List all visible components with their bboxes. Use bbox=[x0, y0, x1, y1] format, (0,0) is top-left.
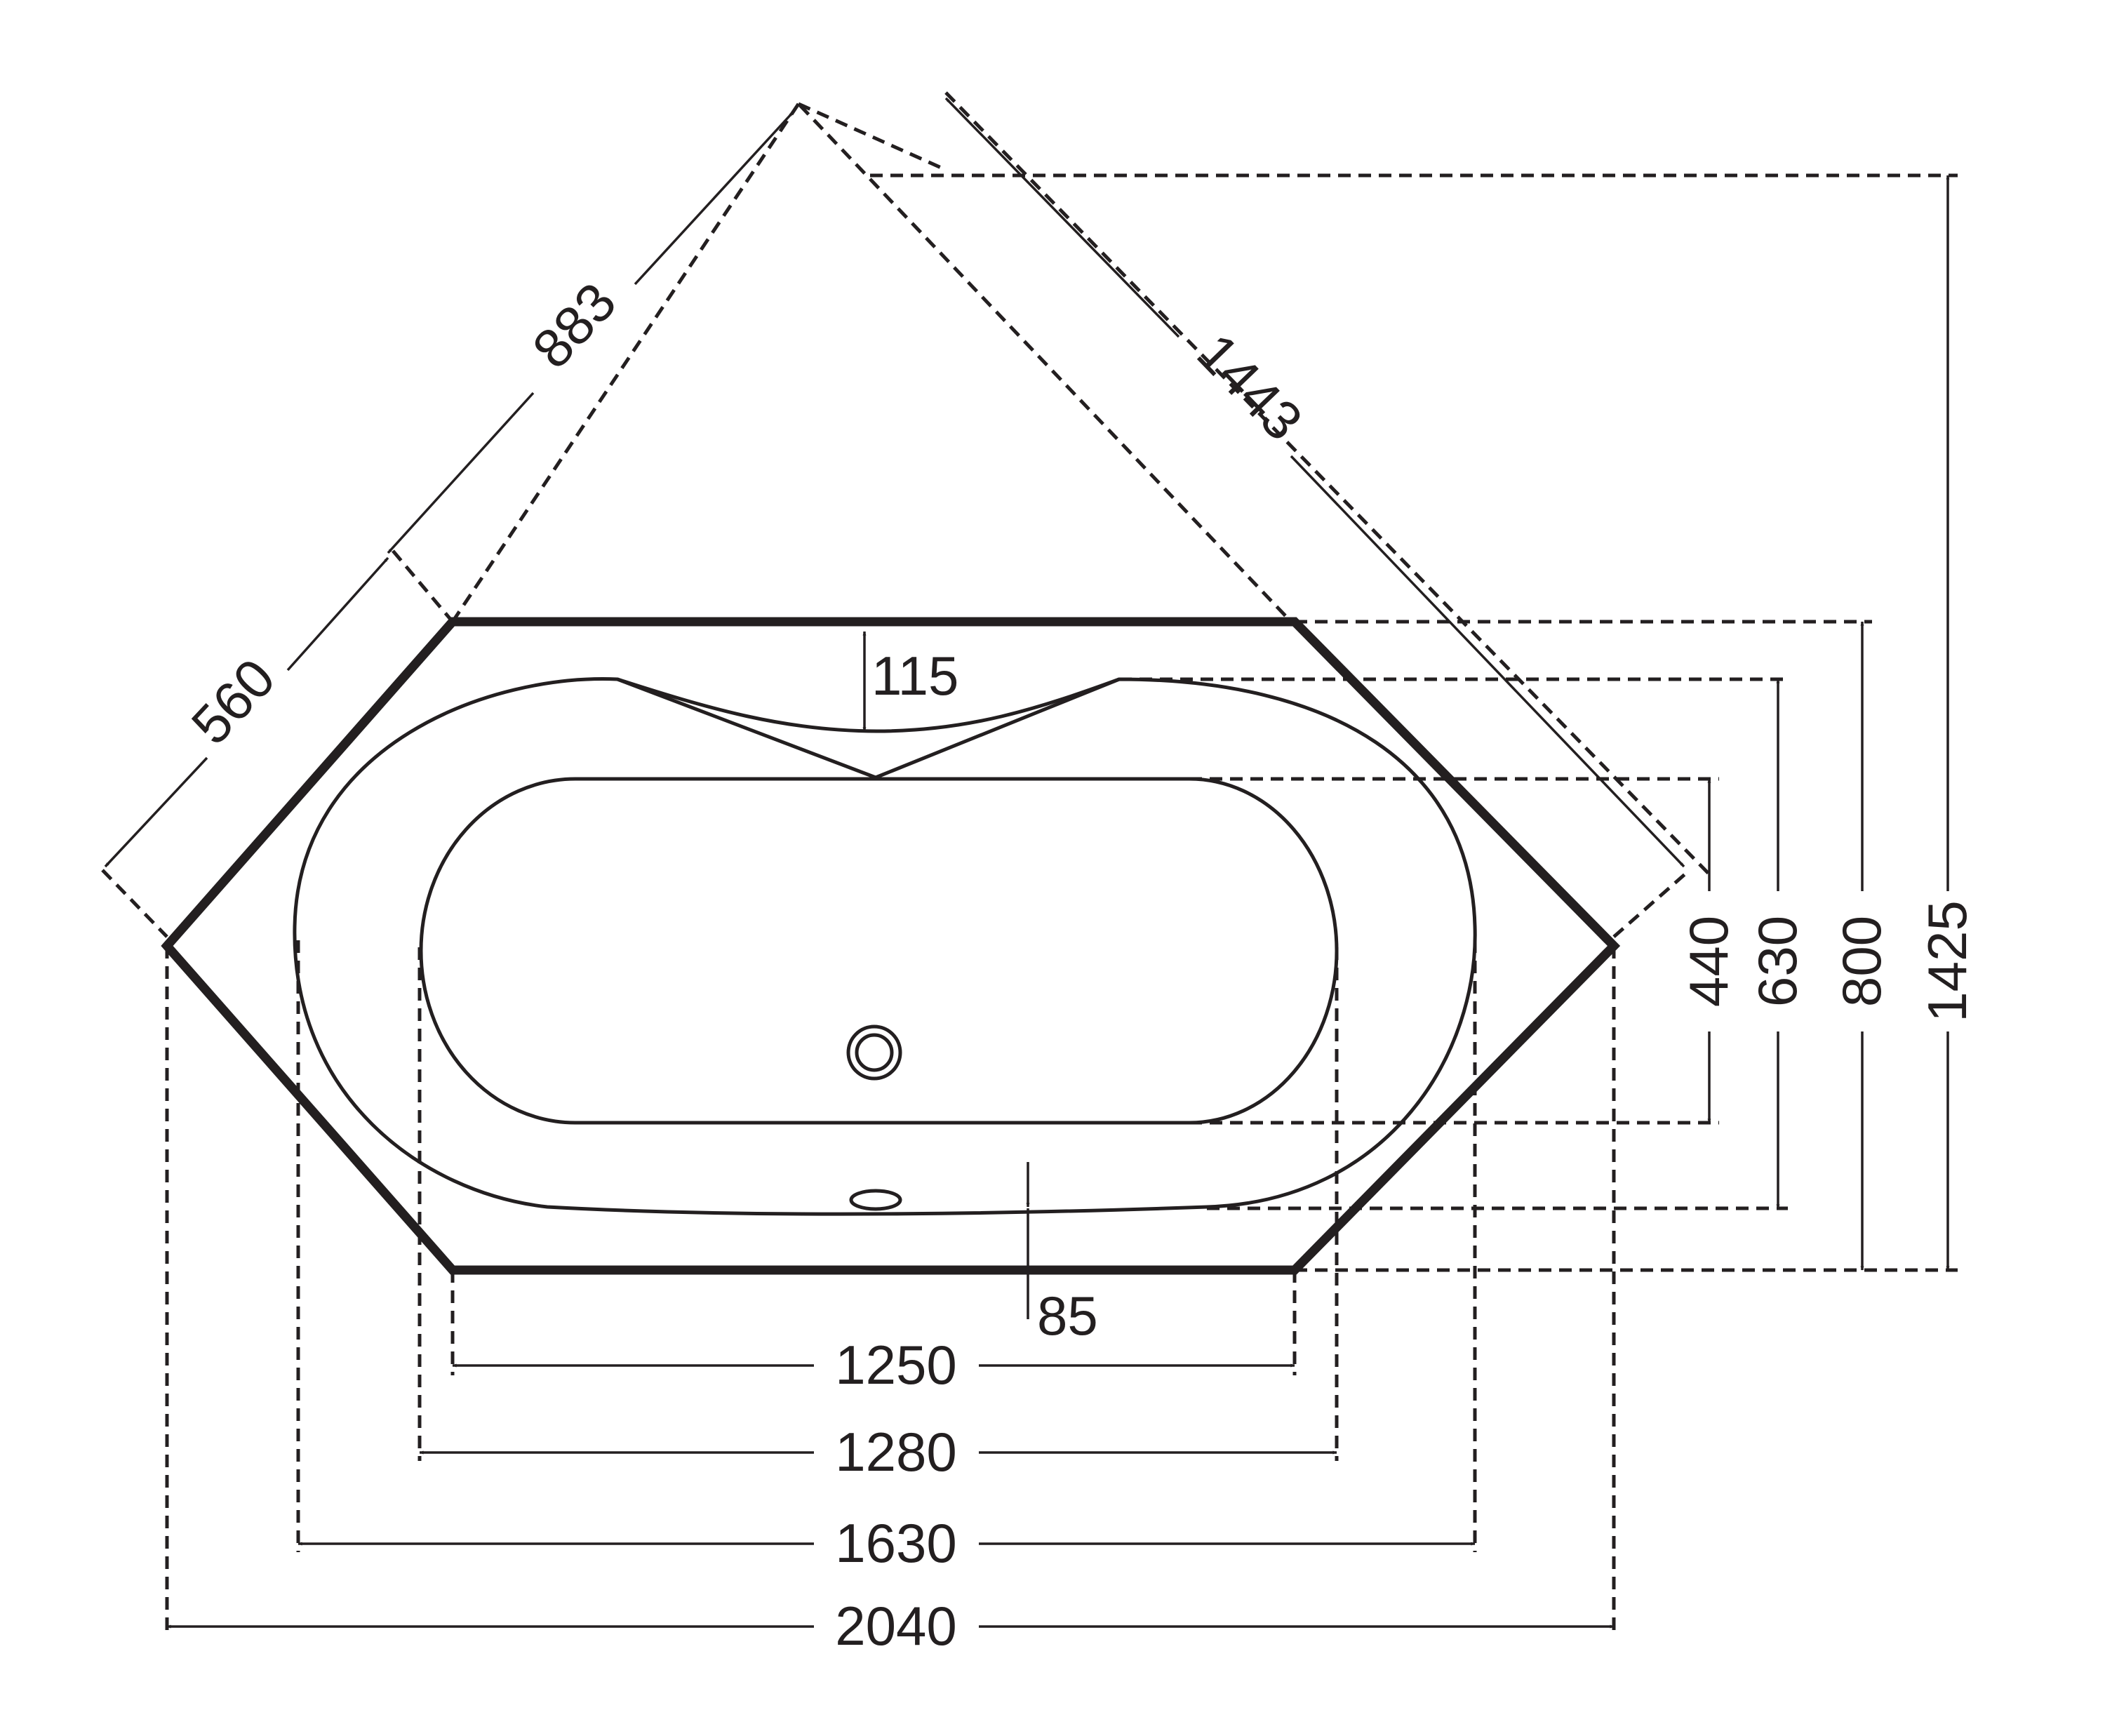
dim-label-rim-width: 1630 bbox=[835, 1512, 957, 1574]
dim-1425: 1425 bbox=[1916, 175, 1978, 1271]
dim-630: 630 bbox=[1746, 679, 1808, 1209]
dim-115: 115 bbox=[862, 631, 958, 732]
dim-800: 800 bbox=[1831, 621, 1892, 1271]
dim-1250: 1250 bbox=[452, 1334, 1295, 1396]
drain-icon bbox=[846, 1024, 902, 1081]
dim-label-corner-depth: 1425 bbox=[1916, 900, 1978, 1022]
dim-label-overall-width: 2040 bbox=[835, 1595, 957, 1657]
headrest-v-left bbox=[617, 677, 876, 780]
dim-85: 85 bbox=[1026, 1162, 1098, 1347]
dim-label-wall-right: 1443 bbox=[1185, 321, 1314, 452]
vertical-extension-lines bbox=[1119, 620, 1958, 1272]
headrest-v-right bbox=[875, 677, 1120, 780]
dim-1443: 1443 bbox=[944, 97, 1685, 868]
dim-label-wall-left: 883 bbox=[521, 271, 628, 380]
dim-label-rim-depth: 630 bbox=[1746, 916, 1808, 1007]
dim-883: 883 bbox=[387, 111, 794, 554]
tub-outer-outline bbox=[161, 617, 1621, 1275]
dim-label-basin-depth: 440 bbox=[1678, 916, 1739, 1007]
dim-1630: 1630 bbox=[298, 1512, 1476, 1574]
horizontal-extension-lines bbox=[165, 940, 1616, 1635]
dim-440: 440 bbox=[1678, 778, 1739, 1123]
dim-560: 560 bbox=[104, 556, 389, 868]
overflow-icon bbox=[849, 1189, 902, 1211]
dim-label-overall-depth: 800 bbox=[1831, 916, 1892, 1007]
dim-1280: 1280 bbox=[419, 1421, 1337, 1483]
dim-label-basin-top-width: 1280 bbox=[835, 1421, 957, 1483]
dim-label-headrest-dip: 115 bbox=[871, 645, 958, 707]
dim-label-side-panel: 560 bbox=[180, 647, 287, 756]
dim-label-front-ledge: 85 bbox=[1037, 1285, 1098, 1347]
dim-label-front-width: 1250 bbox=[835, 1334, 957, 1396]
corner-construction-lines bbox=[101, 91, 1958, 938]
dim-2040: 2040 bbox=[166, 1595, 1615, 1657]
rim-contour bbox=[293, 677, 1477, 1216]
